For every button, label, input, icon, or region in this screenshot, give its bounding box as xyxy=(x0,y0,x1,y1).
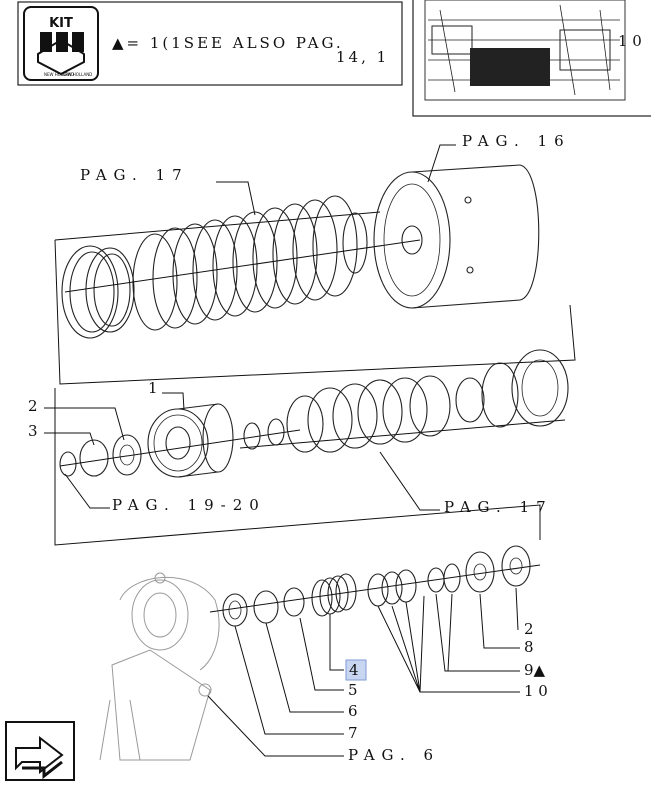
callout-8[interactable]: 8 xyxy=(524,638,534,656)
pag16-ref[interactable]: PAG. 16 xyxy=(462,132,571,150)
kit-logo-icon: KIT NEW HOLLAND NEW HOLLAND xyxy=(23,6,99,81)
assembly-thumbnail: 1 0 xyxy=(412,0,651,117)
pag19-20-ref[interactable]: PAG. 19-20 xyxy=(112,496,266,514)
arrow-navigation-icon[interactable] xyxy=(5,721,75,781)
housing-seal-group: 2 8 9▲ 1 0 4 5 6 7 PAG. 6 xyxy=(99,545,548,764)
callout-4[interactable]: 4 xyxy=(349,661,359,679)
kit-badge-text: KIT xyxy=(49,16,73,31)
pag17-top-ref[interactable]: PAG. 17 xyxy=(80,166,189,184)
gear-piston-group: 1 2 3 PAG. 19-20 PAG. 17 xyxy=(28,349,569,546)
callout-10[interactable]: 1 0 xyxy=(524,682,548,700)
callout-5[interactable]: 5 xyxy=(348,681,358,699)
callout-2-bottom[interactable]: 2 xyxy=(524,620,534,638)
callout-6[interactable]: 6 xyxy=(348,702,358,720)
clutch-pack-group: PAG. 17 PAG. 16 xyxy=(54,132,576,385)
spring-pack-4 xyxy=(311,573,357,617)
callout-2-top[interactable]: 2 xyxy=(28,397,38,415)
pag6-ref[interactable]: PAG. 6 xyxy=(348,746,440,764)
legend-line-2: 14, 1 xyxy=(336,48,389,66)
transmission-housing xyxy=(99,572,220,761)
legend-tail: 1 0 xyxy=(618,32,642,50)
logo-left-text: NEW HOLLAND xyxy=(44,72,74,77)
gear-part-1 xyxy=(147,403,234,478)
pag17-mid-ref[interactable]: PAG. 17 xyxy=(444,498,553,516)
logo-right-text: NEW HOLLAND xyxy=(62,72,92,77)
callout-4-highlight xyxy=(345,659,367,681)
clutch-drum xyxy=(373,164,540,309)
callout-3[interactable]: 3 xyxy=(28,422,38,440)
legend-line-1: ▲= 1(1SEE ALSO PAG. xyxy=(112,34,344,52)
callout-1[interactable]: 1 xyxy=(148,379,158,397)
callout-9[interactable]: 9▲ xyxy=(524,661,546,679)
clutch-discs xyxy=(132,195,368,331)
kit-legend-box: KIT NEW HOLLAND NEW HOLLAND ▲= 1(1SEE AL… xyxy=(17,1,403,86)
callout-7[interactable]: 7 xyxy=(348,724,358,742)
